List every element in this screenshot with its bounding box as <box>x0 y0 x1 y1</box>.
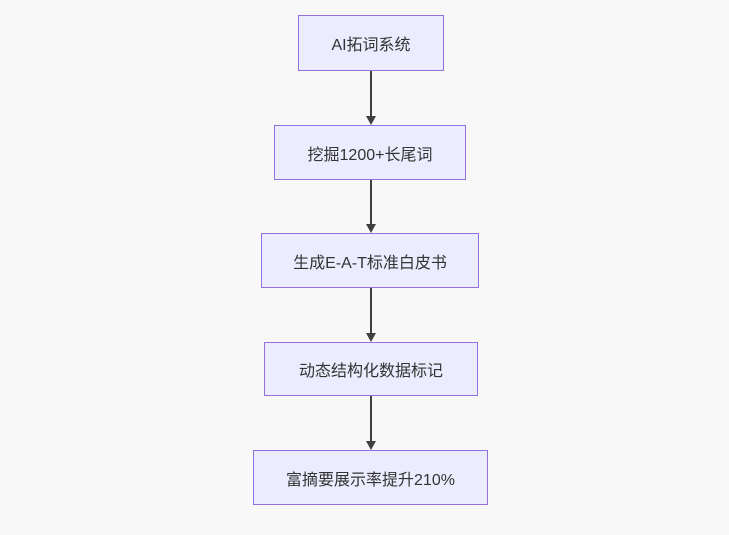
node-label: AI拓词系统 <box>331 37 411 54</box>
arrow-connector-3 <box>365 288 376 342</box>
arrowhead-icon <box>365 333 376 342</box>
arrow-connector-4 <box>365 396 376 450</box>
flow-node-longtail-mining: 挖掘1200+长尾词 <box>274 125 466 180</box>
flow-node-eat-whitepaper: 生成E-A-T标准白皮书 <box>261 233 479 288</box>
arrowhead-icon <box>365 116 376 125</box>
arrow-line <box>369 71 372 117</box>
arrow-line <box>369 288 372 334</box>
arrowhead-icon <box>365 441 376 450</box>
node-label: 富摘要展示率提升210% <box>286 471 455 489</box>
arrow-line <box>369 396 372 442</box>
node-label: 生成E-A-T标准白皮书 <box>293 254 447 272</box>
node-label: 动态结构化数据标记 <box>298 363 443 380</box>
arrow-line <box>369 180 372 225</box>
flow-node-structured-data-markup: 动态结构化数据标记 <box>264 342 478 396</box>
flow-node-rich-snippet-rate: 富摘要展示率提升210% <box>253 450 488 505</box>
arrow-connector-1 <box>365 71 376 125</box>
flow-node-ai-keyword-system: AI拓词系统 <box>298 15 444 71</box>
node-label: 挖掘1200+长尾词 <box>307 146 433 164</box>
arrowhead-icon <box>365 224 376 233</box>
arrow-connector-2 <box>365 180 376 233</box>
